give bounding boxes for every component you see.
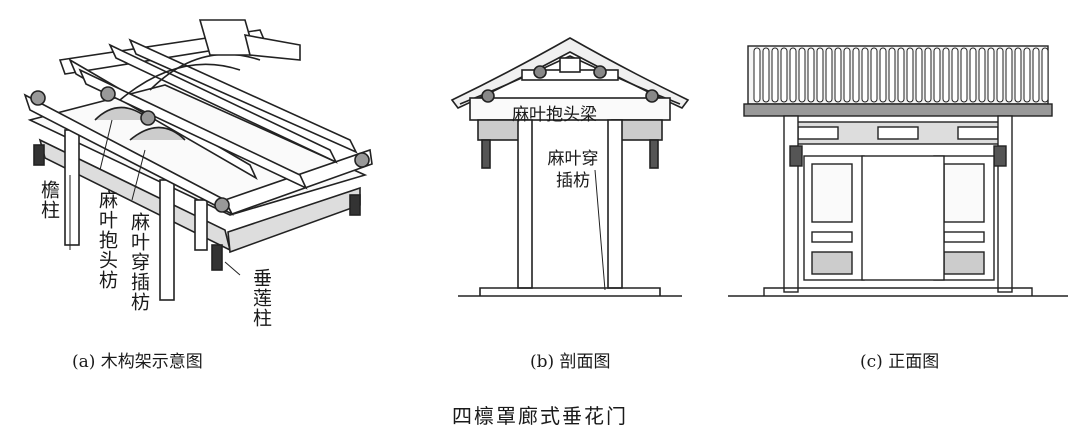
roof-tile [753,47,761,103]
roof-tile [834,47,842,103]
roof-tile [1041,47,1049,103]
roof-tile [951,47,959,103]
front-elevation-drawing [728,45,1068,297]
roof-tile [960,47,968,103]
caption-panel-c: (c) 正面图 [860,352,940,372]
roof-tile [843,47,851,103]
roof-tile [987,47,995,103]
roof-tile [1005,47,1013,103]
label-mayechuanchafang-a: 麻叶穿插枋 [128,212,150,312]
roof-tile [978,47,986,103]
caption-panel-b: (b) 剖面图 [530,352,611,372]
roof-tile [942,47,950,103]
roof-tile [1032,47,1040,103]
roof-tile [861,47,869,103]
roof-tile [852,47,860,103]
roof-tile [1023,47,1031,103]
label-mayechuanchafang-b: 麻叶穿插枋 [547,149,599,191]
roof-tile [870,47,878,103]
roof-tile [969,47,977,103]
panel-section: 麻叶抱头梁 麻叶穿插枋 (b) 剖面图 [440,0,700,380]
panel-front: (c) 正面图 [728,0,1068,380]
roof-tile [897,47,905,103]
roof-tile [996,47,1004,103]
timber-frame-drawing [23,19,373,301]
roof-tile [798,47,806,103]
caption-panel-a: (a) 木构架示意图 [72,352,203,372]
section-drawing [450,37,690,297]
roof-tile [1014,47,1022,103]
roof-tile [906,47,914,103]
label-chuilianzhu: 垂莲柱 [250,268,272,328]
roof-tile [888,47,896,103]
roof-tile [780,47,788,103]
figure-title: 四檩罩廊式垂花门 [452,404,628,428]
roof-tile [933,47,941,103]
label-mayebaotoufang: 麻叶抱头枋 [96,190,118,290]
panel-timber-frame: 檐柱 麻叶抱头枋 麻叶穿插枋 垂莲柱 (a) 木构架示意图 [0,0,380,380]
roof-tile [762,47,770,103]
roof-tile [807,47,815,103]
roof-tile [879,47,887,103]
roof-tile [924,47,932,103]
roof-tile [816,47,824,103]
roof-tile [915,47,923,103]
label-mayebaotouliang: 麻叶抱头梁 [512,105,597,125]
label-eave-column: 檐柱 [38,180,60,220]
roof-tile [825,47,833,103]
roof-tile [771,47,779,103]
roof-tile [789,47,797,103]
